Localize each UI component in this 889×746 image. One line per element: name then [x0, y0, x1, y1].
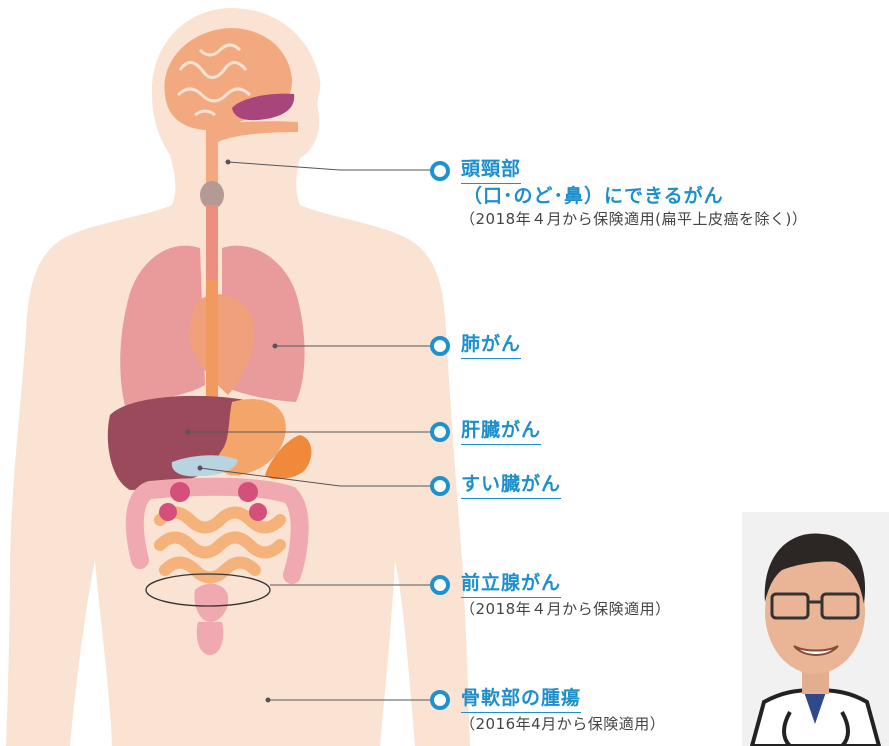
- bone-soft-tissue-title: 骨軟部の腫瘍: [461, 687, 581, 713]
- trachea: [206, 205, 218, 280]
- pancreas-title: すい臓がん: [461, 473, 561, 499]
- label-liver: 肝臓がん: [430, 419, 541, 445]
- prostate-title: 前立腺がん: [461, 572, 561, 598]
- bullet-icon: [430, 476, 450, 496]
- prostate-note: （2018年４月から保険適用）: [460, 598, 671, 620]
- bone-soft-tissue-note: （2016年4月から保険適用）: [460, 713, 665, 735]
- bullet-icon: [430, 336, 450, 356]
- esophagus: [206, 280, 218, 400]
- bullet-icon: [430, 575, 450, 595]
- label-bone-soft-tissue: 骨軟部の腫瘍 （2016年4月から保険適用）: [430, 687, 665, 735]
- liver-title: 肝臓がん: [461, 419, 541, 445]
- larynx: [200, 181, 224, 209]
- head-neck-subtitle: （口･のど･鼻）にできるがん: [463, 184, 807, 208]
- head-neck-note: （2018年４月から保険適用(扁平上皮癌を除く)）: [460, 208, 807, 230]
- doctor-portrait: [742, 512, 889, 746]
- label-pancreas: すい臓がん: [430, 473, 561, 499]
- label-lung: 肺がん: [430, 333, 521, 359]
- bullet-icon: [430, 161, 450, 181]
- bullet-icon: [430, 422, 450, 442]
- lung-title: 肺がん: [461, 333, 521, 359]
- label-prostate: 前立腺がん （2018年４月から保険適用）: [430, 572, 671, 620]
- bullet-icon: [430, 690, 450, 710]
- label-head-neck: 頭頸部 （口･のど･鼻）にできるがん （2018年４月から保険適用(扁平上皮癌を…: [430, 158, 807, 230]
- head-neck-title: 頭頸部: [461, 158, 521, 184]
